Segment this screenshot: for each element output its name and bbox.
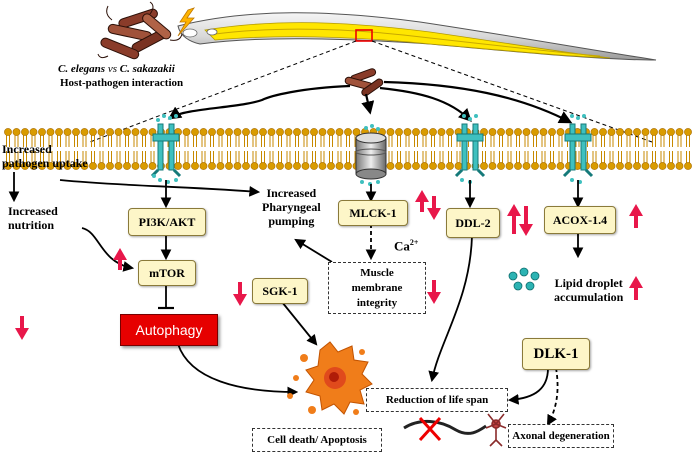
cell-death-burst-icon	[287, 341, 373, 415]
nutrition-label: Increased nutrition	[8, 204, 58, 232]
label-line: integrity	[356, 296, 398, 309]
change-arrows	[15, 190, 643, 340]
worm-icon	[177, 12, 657, 61]
label-line: Increased	[266, 186, 317, 200]
zoom-line-left	[89, 40, 357, 143]
label-line: pumping	[268, 214, 315, 228]
label-line: Muscle	[360, 266, 394, 279]
pharyngeal-pumping-label: Increased Pharyngeal pumping	[262, 186, 321, 228]
calcium-label: Ca2+	[394, 236, 418, 253]
mlck1-node: MLCK-1	[338, 200, 408, 226]
acox-node: ACOX-1.4	[544, 206, 616, 234]
label-line: Increased	[8, 204, 58, 218]
signal-dots	[152, 114, 586, 186]
interaction-title: C. elegans vs C. sakazakii	[58, 62, 175, 76]
lipid-droplet-icon	[508, 267, 540, 291]
label-line: Lipid droplet	[554, 276, 623, 290]
arrow-to-receptor-3	[379, 86, 472, 122]
versus-word: vs	[107, 63, 117, 75]
host-name: C. elegans	[58, 63, 106, 75]
receptor-icon	[454, 123, 486, 178]
ion-channel-icon	[355, 132, 387, 180]
mtor-node: mTOR	[138, 260, 196, 286]
arrow-to-channel	[361, 93, 375, 115]
label-line: Pharyngeal	[262, 200, 321, 214]
axonal-degeneration-box: Axonal degeneration	[508, 424, 614, 448]
label-line: pathogen uptake	[2, 156, 88, 170]
neuron-icon	[485, 413, 507, 447]
label-line: accumulation	[554, 290, 624, 304]
ddl2-node: DDL-2	[446, 208, 500, 238]
muscle-membrane-box: Muscle membrane integrity	[328, 262, 426, 314]
pathogen-uptake-label: Increased pathogen uptake	[2, 142, 88, 170]
sgk1-node: SGK-1	[252, 278, 308, 304]
dlk1-node: DLK-1	[522, 338, 590, 370]
bacteria-icon	[97, 1, 183, 60]
label-line: nutrition	[8, 218, 55, 232]
arrow-to-receptor-1	[167, 84, 351, 120]
autophagy-node: Autophagy	[120, 314, 218, 346]
calcium-charge: 2+	[409, 238, 419, 247]
dead-worm-icon	[403, 416, 487, 442]
label-line: membrane	[351, 281, 403, 294]
bacteria-icon	[344, 68, 384, 97]
label-line: Increased	[2, 142, 52, 156]
cell-death-box: Cell death/ Apoptosis	[252, 428, 382, 452]
receptor-icon	[562, 123, 594, 178]
lipid-droplet-label: Lipid droplet accumulation	[554, 276, 623, 304]
lipid-bilayer	[4, 128, 692, 170]
calcium-symbol: Ca	[394, 238, 410, 254]
life-span-box: Reduction of life span	[366, 388, 508, 412]
zoom-line-right	[371, 40, 653, 143]
receptor-icon	[150, 123, 182, 178]
lightning-icon	[177, 7, 196, 37]
interaction-subtitle: Host-pathogen interaction	[60, 77, 184, 89]
pathogen-name: C. sakazakii	[119, 63, 175, 75]
pi3k-akt-node: PI3K/AKT	[128, 208, 206, 236]
arrow-to-receptor-4	[383, 80, 573, 124]
